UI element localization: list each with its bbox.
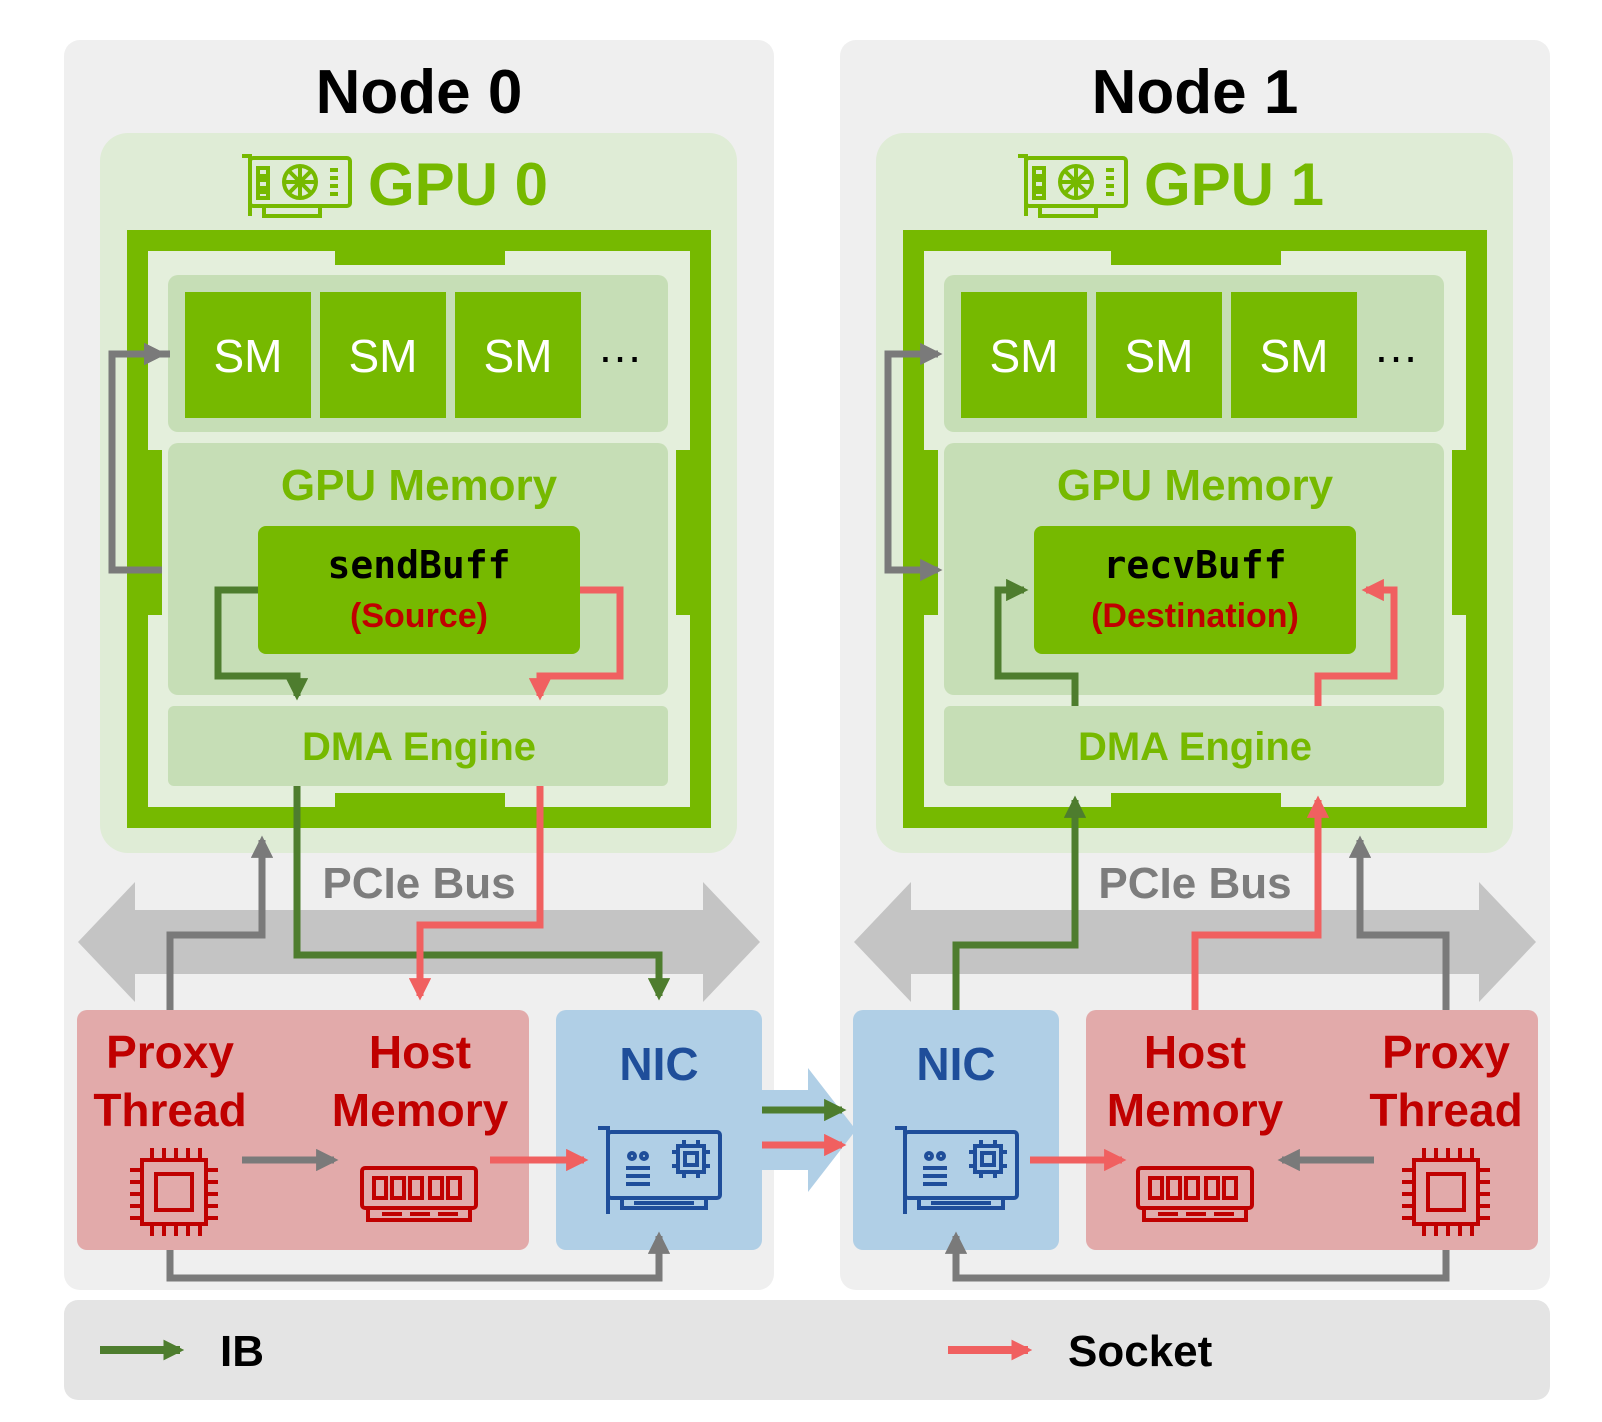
control-arrow-proxy0-to-smtop: [108, 342, 167, 570]
legend-socket-label: Socket: [1068, 1327, 1213, 1376]
socket-arrow-hostmem1-to-dma: [1191, 795, 1330, 1010]
proxy-thread-1-label-line1: Proxy: [1382, 1026, 1510, 1078]
sm-1-1: [1096, 292, 1222, 418]
control-arrow-proxy1-to-gpu: [1348, 835, 1450, 1010]
ib-arrow-dma-to-nic0: [293, 786, 671, 1001]
sm-0-1: [320, 292, 446, 418]
gpu-memory-0-label: GPU Memory: [281, 461, 558, 510]
dma-engine-1-label: DMA Engine: [1078, 725, 1312, 769]
sm-0-1-label: SM: [349, 330, 418, 382]
host-memory-1-label-line2: Memory: [1107, 1084, 1284, 1136]
node-1-title: Node 1: [1092, 58, 1299, 127]
ib-arrow-sendbuff-to-dma: [214, 586, 309, 701]
proxy-thread-1-label-line2: Thread: [1369, 1084, 1522, 1136]
control-arrow-proxy1-to-mem: [884, 354, 943, 582]
sm-1-more: …: [1373, 320, 1419, 372]
host-memory-0-label-line1: Host: [369, 1026, 471, 1078]
sm-1-0: [961, 292, 1087, 418]
ib-arrow-nic1-to-dma: [952, 795, 1087, 1010]
socket-arrow-dma-to-recvbuff: [1314, 578, 1398, 706]
legend-panel: [64, 1300, 1550, 1400]
send-buffer-role: (Source): [350, 597, 488, 635]
dma-engine-0: [168, 706, 668, 786]
network-card-icon: [895, 1126, 1019, 1214]
ib-arrow-dma-to-recvbuff: [994, 578, 1079, 706]
network-link-arrow: [762, 1068, 856, 1192]
gpu-0-label: GPU 0: [368, 151, 548, 218]
dma-engine-0-label: DMA Engine: [302, 725, 536, 769]
sm-1-1-label: SM: [1125, 330, 1194, 382]
nic-1-label: NIC: [916, 1038, 995, 1090]
send-buffer-name: sendBuff: [327, 543, 510, 587]
ram-module-icon: [1136, 1166, 1254, 1222]
gpu-card-icon: [242, 154, 352, 218]
sm-1-2-label: SM: [1260, 330, 1329, 382]
sm-0-2: [455, 292, 581, 418]
legend-ib-label: IB: [220, 1327, 264, 1376]
nic-0-label: NIC: [619, 1038, 698, 1090]
gpu-card-icon: [1018, 154, 1128, 218]
ram-module-icon: [360, 1166, 478, 1222]
sm-1-0-label: SM: [990, 330, 1059, 382]
node-0: GPU 0 SM SM SM … GPU Memory sendBuff (So…: [77, 133, 762, 1250]
sm-1-2: [1231, 292, 1357, 418]
dma-engine-1: [944, 706, 1444, 786]
pcie-bus-0-label: PCIe Bus: [322, 859, 515, 908]
proxy-thread-0-label-line1: Proxy: [106, 1026, 234, 1078]
recv-buffer: [1034, 526, 1356, 654]
send-buffer: [258, 526, 580, 654]
cpu-chip-icon: [1402, 1148, 1490, 1236]
legend: IB Socket: [100, 1327, 1213, 1376]
sm-0-more: …: [597, 320, 643, 372]
host-memory-0-label-line2: Memory: [332, 1084, 509, 1136]
node-1: GPU 1 SM SM SM … GPU Memory recvBuff (De…: [853, 133, 1538, 1250]
cpu-chip-icon: [130, 1148, 218, 1236]
node-0-title: Node 0: [316, 58, 523, 127]
host-memory-1-label-line1: Host: [1144, 1026, 1246, 1078]
sm-0-0-label: SM: [214, 330, 283, 382]
gpu-memory-1-label: GPU Memory: [1057, 461, 1334, 510]
network-card-icon: [598, 1126, 722, 1214]
sm-0-0: [185, 292, 311, 418]
proxy-thread-0-label-line2: Thread: [93, 1084, 246, 1136]
pcie-bus-1-label: PCIe Bus: [1098, 859, 1291, 908]
recv-buffer-role: (Destination): [1091, 597, 1299, 635]
control-arrow-proxy1-to-nic: [944, 1231, 1450, 1282]
control-arrow-proxy0-to-nic: [166, 1231, 671, 1282]
socket-arrow-dma-to-hostmem0: [408, 786, 544, 1001]
gpu-1-label: GPU 1: [1144, 151, 1324, 218]
sm-0-2-label: SM: [484, 330, 553, 382]
control-arrow-proxy0-to-gpu: [166, 835, 274, 1010]
socket-arrow-sendbuff-to-dma: [528, 586, 624, 701]
recv-buffer-name: recvBuff: [1103, 543, 1286, 587]
